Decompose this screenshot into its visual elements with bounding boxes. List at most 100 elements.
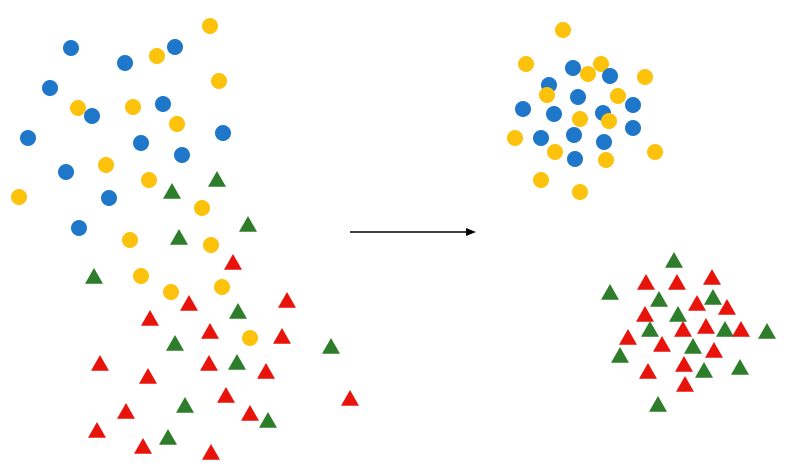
cluster-blue-circle-marker [625, 97, 641, 113]
scattered-yellow-circle-marker [11, 189, 27, 205]
cluster-green-triangle-marker [731, 359, 749, 375]
cluster-yellow-circle-marker [572, 111, 588, 127]
cluster-green-triangle-marker [649, 396, 667, 412]
cluster-blue-circle-marker [546, 106, 562, 122]
scattered-red-triangle-marker [257, 363, 275, 379]
cluster-yellow-circle-marker [555, 22, 571, 38]
cluster-yellow-circle-marker [547, 144, 563, 160]
scattered-red-triangle-marker [117, 403, 135, 419]
scattered-yellow-circle-marker [242, 330, 258, 346]
cluster-yellow-circle-marker [637, 69, 653, 85]
cluster-red-triangle-marker [676, 376, 694, 392]
scattered-green-triangle-marker [322, 338, 340, 354]
scattered-red-triangle-marker [91, 355, 109, 371]
cluster-red-triangle-marker [653, 336, 671, 352]
scattered-blue-circle-marker [42, 80, 58, 96]
cluster-green-triangle-marker [704, 289, 722, 305]
scattered-green-triangle-marker [163, 183, 181, 199]
cluster-blue-circle-marker [566, 127, 582, 143]
cluster-yellow-circle-marker [580, 66, 596, 82]
cluster-red-triangle-marker [688, 295, 706, 311]
scattered-green-triangle-marker [176, 397, 194, 413]
cluster-green-triangle-marker [601, 284, 619, 300]
scattered-blue-circle-marker [101, 190, 117, 206]
cluster-blue-circle-marker [625, 120, 641, 136]
cluster-green-triangle-marker [650, 291, 668, 307]
cluster-red-triangle-marker [705, 342, 723, 358]
cluster-yellow-circle-marker [610, 88, 626, 104]
scattered-blue-circle-marker [133, 135, 149, 151]
scattered-green-triangle-marker [239, 216, 257, 232]
scattered-yellow-circle-marker [203, 237, 219, 253]
right-arrow-icon [350, 228, 476, 236]
scattered-blue-circle-marker [63, 40, 79, 56]
scattered-red-triangle-marker [139, 368, 157, 384]
cluster-red-triangle-marker [619, 329, 637, 345]
cluster-green-triangle-marker [611, 347, 629, 363]
scattered-red-triangle-marker [200, 355, 218, 371]
scattered-yellow-circle-marker [169, 116, 185, 132]
scattered-red-triangle-marker [202, 444, 220, 460]
scattered-green-triangle-marker [228, 354, 246, 370]
scattered-red-triangle-marker [201, 323, 219, 339]
scattered-yellow-circle-marker [194, 200, 210, 216]
cluster-green-triangle-marker [758, 323, 776, 339]
scattered-red-triangle-marker [134, 438, 152, 454]
cluster-yellow-circle-marker [601, 113, 617, 129]
triangle-cluster-group [601, 252, 776, 412]
cluster-blue-circle-marker [596, 134, 612, 150]
scattered-yellow-circle-marker [133, 268, 149, 284]
cluster-yellow-circle-marker [539, 87, 555, 103]
cluster-green-triangle-marker [665, 252, 683, 268]
scattered-green-triangle-marker [259, 412, 277, 428]
unsorted-points-group [11, 18, 359, 460]
cluster-green-triangle-marker [716, 321, 734, 337]
scattered-green-triangle-marker [85, 268, 103, 284]
cluster-blue-circle-marker [567, 151, 583, 167]
cluster-red-triangle-marker [637, 274, 655, 290]
scattered-yellow-circle-marker [70, 100, 86, 116]
cluster-red-triangle-marker [697, 318, 715, 334]
cluster-red-triangle-marker [718, 299, 736, 315]
cluster-yellow-circle-marker [533, 172, 549, 188]
scattered-yellow-circle-marker [141, 172, 157, 188]
scattered-green-triangle-marker [208, 171, 226, 187]
scattered-blue-circle-marker [71, 220, 87, 236]
cluster-red-triangle-marker [675, 356, 693, 372]
cluster-green-triangle-marker [641, 321, 659, 337]
scattered-red-triangle-marker [180, 295, 198, 311]
cluster-red-triangle-marker [732, 321, 750, 337]
cluster-yellow-circle-marker [593, 56, 609, 72]
cluster-red-triangle-marker [668, 274, 686, 290]
scattered-yellow-circle-marker [214, 279, 230, 295]
cluster-green-triangle-marker [669, 306, 687, 322]
scattered-yellow-circle-marker [98, 157, 114, 173]
scattered-red-triangle-marker [341, 390, 359, 406]
scattered-blue-circle-marker [167, 39, 183, 55]
scattered-green-triangle-marker [170, 229, 188, 245]
cluster-red-triangle-marker [703, 269, 721, 285]
scattered-red-triangle-marker [241, 405, 259, 421]
cluster-yellow-circle-marker [598, 152, 614, 168]
cluster-green-triangle-marker [695, 362, 713, 378]
cluster-yellow-circle-marker [518, 56, 534, 72]
scattered-green-triangle-marker [166, 335, 184, 351]
scattered-red-triangle-marker [88, 422, 106, 438]
scattered-blue-circle-marker [174, 147, 190, 163]
scattered-yellow-circle-marker [125, 99, 141, 115]
cluster-red-triangle-marker [639, 363, 657, 379]
scattered-yellow-circle-marker [149, 48, 165, 64]
cluster-yellow-circle-marker [647, 144, 663, 160]
cluster-green-triangle-marker [684, 338, 702, 354]
scattered-yellow-circle-marker [211, 73, 227, 89]
scattered-blue-circle-marker [117, 55, 133, 71]
scattered-blue-circle-marker [155, 96, 171, 112]
scattered-green-triangle-marker [229, 303, 247, 319]
scattered-blue-circle-marker [84, 108, 100, 124]
scattered-blue-circle-marker [58, 164, 74, 180]
cluster-blue-circle-marker [602, 68, 618, 84]
scattered-red-triangle-marker [217, 387, 235, 403]
scattered-red-triangle-marker [141, 310, 159, 326]
cluster-blue-circle-marker [533, 130, 549, 146]
